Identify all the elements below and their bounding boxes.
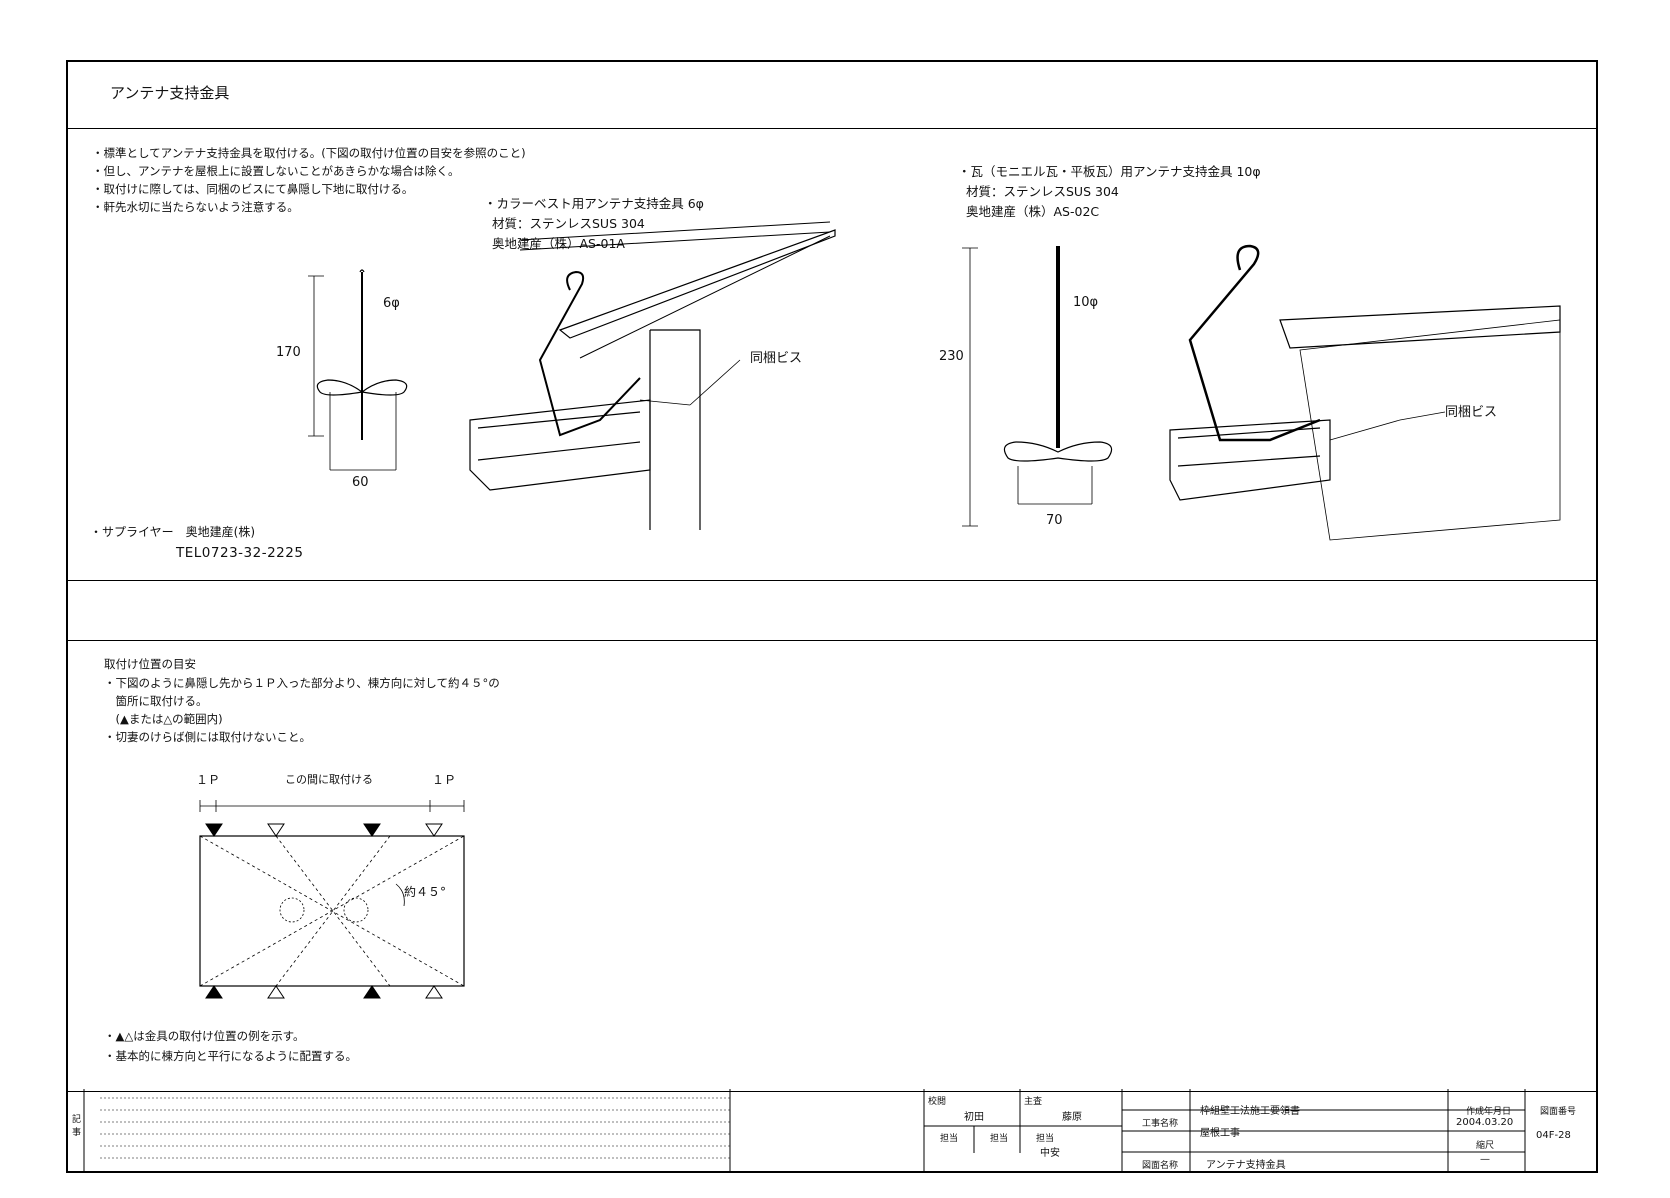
bracket1-material: 材質：ステンレスSUS 304	[492, 216, 645, 231]
drawing-label: 図面名称	[1142, 1161, 1179, 1171]
bracket2-maker: 奥地建産（株）AS-02C	[966, 204, 1100, 219]
bracket1-screw-label: 同梱ビス	[750, 351, 803, 366]
chief-label: 主査	[1024, 1097, 1043, 1107]
section-divider-bottom	[68, 1091, 1596, 1092]
date-value: 2004.03.20	[1456, 1117, 1514, 1128]
supplier-tel: TEL0723-32-2225	[176, 545, 304, 561]
staff-label-3: 担当	[1036, 1134, 1055, 1144]
scale-value: —	[1480, 1154, 1490, 1165]
chief-name: 藤原	[1062, 1112, 1082, 1123]
checked-name: 初田	[964, 1112, 984, 1123]
angle-label: 約４５°	[404, 885, 447, 899]
section-divider-middle-2	[68, 640, 1596, 641]
bracket2-dia-dim: 10φ	[1073, 295, 1099, 310]
staff-label-1: 担当	[940, 1134, 959, 1144]
bracket2-material: 材質：ステンレスSUS 304	[966, 184, 1119, 199]
position-heading: 取付け位置の目安	[104, 657, 196, 671]
bracket1-dia-dim: 6φ	[383, 296, 400, 311]
bracket2-screw-label: 同梱ビス	[1445, 405, 1498, 420]
top-note-4: ・軒先水切に当たらないよう注意する。	[92, 200, 299, 214]
section-divider-middle	[68, 580, 1596, 581]
position-note-1: ・下図のように鼻隠し先から１Ｐ入った部分より、棟方向に対して約４５°の	[104, 676, 500, 690]
bracket2-spec: ・瓦（モニエル瓦・平板瓦）用アンテナ支持金具 10φ 材質：ステンレスSUS 3…	[958, 162, 1261, 222]
drawing-name: アンテナ支持金具	[1206, 1160, 1286, 1171]
bracket1-spec: ・カラーベスト用アンテナ支持金具 6φ 材質：ステンレスSUS 304 奥地建産…	[484, 194, 704, 254]
position-label-left: １Ｐ	[196, 773, 221, 787]
page-title: アンテナ支持金具	[110, 84, 230, 102]
position-label-center: この間に取付ける	[285, 773, 373, 786]
position-bottom-note-1: ・▲△は金具の取付け位置の例を示す。	[104, 1029, 305, 1043]
bracket1-width-dim: 60	[352, 475, 369, 490]
top-note-2: ・但し、アンテナを屋根上に設置しないことがあきらかな場合は除く。	[92, 164, 460, 178]
position-note-2: 箇所に取付ける。	[104, 694, 208, 708]
bracket2-height-dim: 230	[939, 349, 964, 364]
work-name: 屋根工事	[1200, 1128, 1240, 1139]
bracket1-height-dim: 170	[276, 345, 301, 360]
bracket1-heading: ・カラーベスト用アンテナ支持金具 6φ	[484, 196, 704, 211]
position-bottom-note-2: ・基本的に棟方向と平行になるように配置する。	[104, 1049, 357, 1063]
section-divider-top	[68, 128, 1596, 129]
position-note-3: (▲または△の範囲内)	[104, 712, 223, 726]
staff-name: 中安	[1040, 1148, 1060, 1159]
top-note-1: ・標準としてアンテナ支持金具を取付ける。(下図の取付け位置の目安を参照のこと)	[92, 146, 526, 160]
bracket2-heading: ・瓦（モニエル瓦・平板瓦）用アンテナ支持金具 10φ	[958, 164, 1261, 179]
scale-label: 縮尺	[1476, 1141, 1495, 1151]
remarks-label: 記事	[72, 1115, 82, 1138]
top-note-3: ・取付けに際しては、同梱のビスにて鼻隠し下地に取付ける。	[92, 182, 414, 196]
project-name: 枠組壁工法施工要領書	[1200, 1106, 1300, 1117]
project-label: 工事名称	[1142, 1119, 1179, 1129]
top-notes: ・標準としてアンテナ支持金具を取付ける。(下図の取付け位置の目安を参照のこと) …	[92, 144, 526, 216]
number-value: 04F-28	[1536, 1130, 1571, 1141]
staff-label-2: 担当	[990, 1134, 1009, 1144]
drawing-frame	[66, 60, 1598, 1173]
number-label: 図面番号	[1540, 1107, 1577, 1117]
position-note-4: ・切妻のけらば側には取付けないこと。	[104, 730, 311, 744]
bracket1-maker: 奥地建産（株）AS-01A	[492, 236, 625, 251]
bracket2-width-dim: 70	[1046, 513, 1063, 528]
date-label: 作成年月日	[1466, 1107, 1512, 1117]
checked-label: 校閲	[928, 1097, 947, 1107]
supplier-label: ・サプライヤー 奥地建産(株)	[90, 525, 256, 539]
position-label-right: １Ｐ	[432, 773, 457, 787]
position-notes: ・下図のように鼻隠し先から１Ｐ入った部分より、棟方向に対して約４５°の 箇所に取…	[104, 674, 500, 746]
position-bottom-notes: ・▲△は金具の取付け位置の例を示す。 ・基本的に棟方向と平行になるように配置する…	[104, 1026, 357, 1066]
